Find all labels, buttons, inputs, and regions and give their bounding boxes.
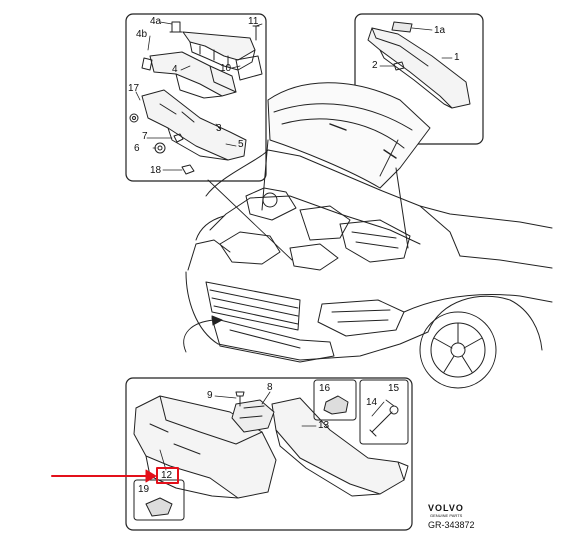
callout-13: 13 [318, 420, 330, 431]
part-clip-16 [323, 395, 349, 415]
callout-4: 4 [172, 64, 178, 75]
inset-air-deflector-assembly [125, 377, 413, 531]
part-nut-18 [181, 164, 195, 175]
part-nut-7 [173, 133, 184, 143]
part-clip-8 [231, 399, 275, 433]
callout-14: 14 [366, 397, 378, 408]
part-clip-4a [169, 21, 183, 33]
callout-1: 1 [454, 52, 460, 63]
callout-4b: 4b [136, 29, 148, 40]
highlight-box-12 [156, 467, 179, 484]
part-clip-2 [393, 61, 405, 71]
part-bolt-14 [369, 411, 393, 437]
part-screw-11 [252, 25, 260, 41]
part-panel-11 [182, 31, 256, 61]
figure-reference: GR-343872 [428, 520, 475, 530]
callout-6: 6 [134, 143, 140, 154]
part-cap-1a [391, 21, 413, 33]
part-washer-15 [389, 405, 399, 415]
callout-18: 18 [150, 165, 162, 176]
brand-logo: VOLVO [428, 503, 464, 513]
callout-8: 8 [267, 382, 273, 393]
part-box-16 [313, 379, 357, 421]
part-screw-9 [235, 391, 245, 407]
part-box-19 [133, 479, 185, 521]
callout-7: 7 [142, 131, 148, 142]
callout-5: 5 [238, 139, 244, 150]
vehicle-illustration [185, 82, 553, 389]
inset-bracket-assembly [125, 13, 267, 182]
part-grommet-6 [154, 142, 166, 154]
callout-12: 12 [161, 470, 173, 481]
part-clip-19 [145, 497, 173, 517]
callout-11: 11 [248, 16, 259, 27]
callout-2: 2 [372, 60, 378, 71]
part-nut-17 [129, 113, 139, 123]
pointer-arrowhead-lower [211, 315, 223, 326]
callout-15: 15 [388, 383, 400, 394]
callout-17: 17 [128, 83, 140, 94]
callout-3: 3 [216, 123, 222, 134]
part-bracket-10 [235, 55, 263, 81]
part-box-14-15 [359, 379, 409, 445]
callout-16: 16 [319, 383, 331, 394]
highlight-arrow-head [145, 469, 157, 483]
inset-seal-assembly [354, 13, 484, 145]
callout-9: 9 [207, 390, 213, 401]
brand-tagline: GENUINE PARTS [430, 513, 463, 518]
part-clip-4b [141, 57, 153, 71]
part-bracket-4 [149, 51, 237, 97]
part-bracket-5 [141, 89, 247, 161]
callout-4a: 4a [150, 16, 162, 27]
callout-19: 19 [138, 484, 150, 495]
callout-1a: 1a [434, 25, 446, 36]
callout-10: 10 [220, 63, 232, 74]
